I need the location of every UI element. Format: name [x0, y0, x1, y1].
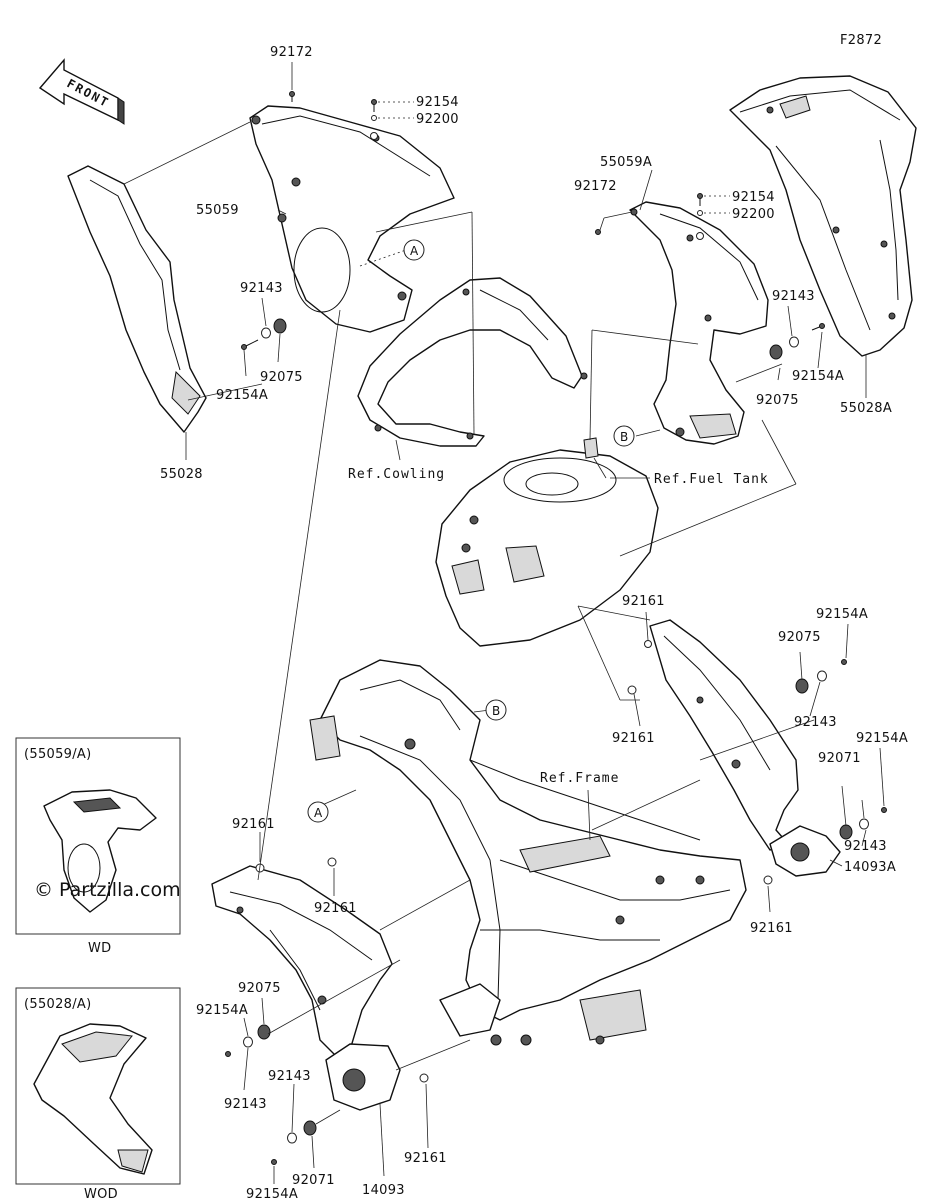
- part-label: 92075: [260, 370, 303, 385]
- cover-14093: [325, 1043, 401, 1111]
- part-label: 92172: [270, 45, 313, 60]
- marker-b-frame: B: [485, 699, 507, 721]
- part-label: 92154A: [246, 1187, 298, 1200]
- part-label: 92154A: [216, 388, 268, 403]
- ref-frame-label: Ref.Frame: [540, 771, 619, 786]
- svg-text:A: A: [410, 244, 419, 258]
- part-label: 14093: [362, 1183, 405, 1198]
- side-cover-55028a: [729, 75, 917, 357]
- inset-wd-title: (55059/A): [24, 747, 91, 762]
- watermark: © Partzilla.com: [34, 879, 181, 901]
- part-label: 92143: [240, 281, 283, 296]
- marker-a-frame: A: [307, 801, 329, 823]
- inset-wd-caption: WD: [88, 941, 111, 956]
- marker-b-cowl: B: [613, 425, 635, 447]
- part-label: 92161: [622, 594, 665, 609]
- hardware: [225, 91, 887, 1165]
- marker-a-top: A: [403, 239, 425, 261]
- part-label: 92172: [574, 179, 617, 194]
- part-label: 14093A: [844, 860, 896, 875]
- part-label: 92161: [314, 901, 357, 916]
- cowling-ref: [357, 277, 588, 447]
- part-label: 92071: [818, 751, 861, 766]
- fuel-tank-ref: [435, 449, 659, 647]
- part-label: 55028: [160, 467, 203, 482]
- part-label: 92200: [416, 112, 459, 127]
- bracket-55059: [249, 105, 455, 333]
- inset-wod-caption: WOD: [84, 1187, 118, 1200]
- part-label: 55059A: [600, 155, 652, 170]
- ref-fuel-tank-label: Ref.Fuel Tank: [654, 472, 769, 487]
- part-label: 92143: [224, 1097, 267, 1112]
- part-label: 92154A: [792, 369, 844, 384]
- leader-lines: [123, 62, 885, 1184]
- part-label: 92143: [794, 715, 837, 730]
- part-label: 92161: [404, 1151, 447, 1166]
- inset-wod-title: (55028/A): [24, 997, 91, 1012]
- part-label: 92161: [612, 731, 655, 746]
- part-label: 92154: [416, 95, 459, 110]
- part-label: 55059: [196, 203, 239, 218]
- cover-14093a: [769, 825, 841, 877]
- bracket-55059a: [629, 201, 769, 445]
- inset-wd: (55059/A) WD: [15, 737, 181, 956]
- part-label: 92154A: [816, 607, 868, 622]
- part-label: 92075: [238, 981, 281, 996]
- svg-text:B: B: [620, 430, 628, 444]
- side-cover-55028: [67, 165, 207, 433]
- side-cover-right-lower: [649, 619, 799, 851]
- part-label: 92161: [750, 921, 793, 936]
- figure-code: F2872: [840, 33, 882, 48]
- frame-ref: [309, 659, 747, 1046]
- side-cover-left-lower: [211, 865, 393, 1061]
- front-arrow-icon: FRONT: [38, 58, 125, 125]
- inset-wod: (55028/A) WOD: [15, 987, 181, 1200]
- part-label: 92075: [778, 630, 821, 645]
- ref-cowling-label: Ref.Cowling: [348, 467, 445, 482]
- part-label: 92143: [268, 1069, 311, 1084]
- part-label: 92161: [232, 817, 275, 832]
- part-label: 92154: [732, 190, 775, 205]
- part-label: 92143: [772, 289, 815, 304]
- svg-text:B: B: [492, 704, 500, 718]
- part-label: 92143: [844, 839, 887, 854]
- part-label: 92071: [292, 1173, 335, 1188]
- part-label: 92154A: [856, 731, 908, 746]
- part-label: 92200: [732, 207, 775, 222]
- part-label: 92154A: [196, 1003, 248, 1018]
- svg-text:A: A: [314, 806, 323, 820]
- part-label: 92075: [756, 393, 799, 408]
- part-label: 55028A: [840, 401, 892, 416]
